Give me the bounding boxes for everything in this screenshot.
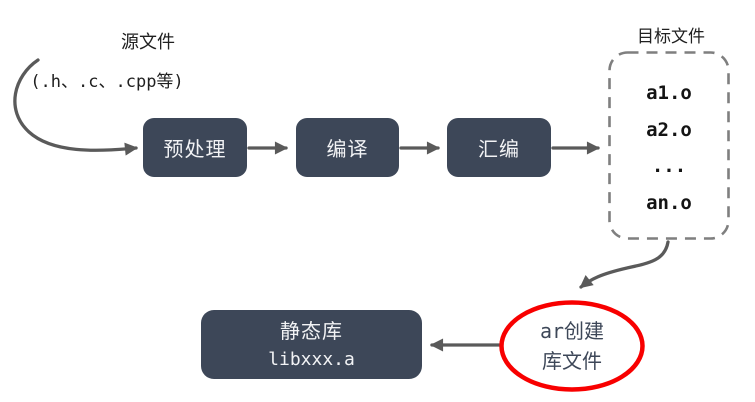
object-file-item: an.o bbox=[646, 191, 692, 214]
ar-create-library-node: ar创建 库文件 bbox=[502, 302, 642, 390]
ar-node-red-ellipse bbox=[499, 300, 645, 392]
object-files-dashed-border bbox=[608, 51, 730, 240]
preprocess-step-box: 预处理 bbox=[143, 118, 247, 177]
arrow-source-to-preprocess bbox=[13, 58, 138, 156]
object-file-ellipsis: ... bbox=[651, 155, 687, 178]
object-file-item: a1.o bbox=[646, 82, 692, 104]
static-library-title: 静态库 bbox=[280, 318, 343, 343]
compile-step-box: 编译 bbox=[296, 118, 399, 177]
ar-node-line1: ar创建 bbox=[539, 319, 605, 343]
source-files-label: 源文件 bbox=[121, 32, 175, 53]
static-library-box: 静态库 libxxx.a bbox=[201, 310, 422, 379]
ar-node-line2: 库文件 bbox=[542, 349, 602, 373]
object-file-item: a2.o bbox=[646, 118, 692, 141]
target-files-label: 目标文件 bbox=[637, 27, 705, 47]
source-files-extensions-label: (.h、.c、.cpp等) bbox=[30, 72, 184, 92]
arrow-objects-to-ar bbox=[579, 240, 670, 289]
assemble-step-box: 汇编 bbox=[447, 118, 551, 177]
object-files-list: a1.o a2.o ... an.o bbox=[609, 51, 729, 240]
static-library-filename: libxxx.a bbox=[268, 348, 355, 370]
